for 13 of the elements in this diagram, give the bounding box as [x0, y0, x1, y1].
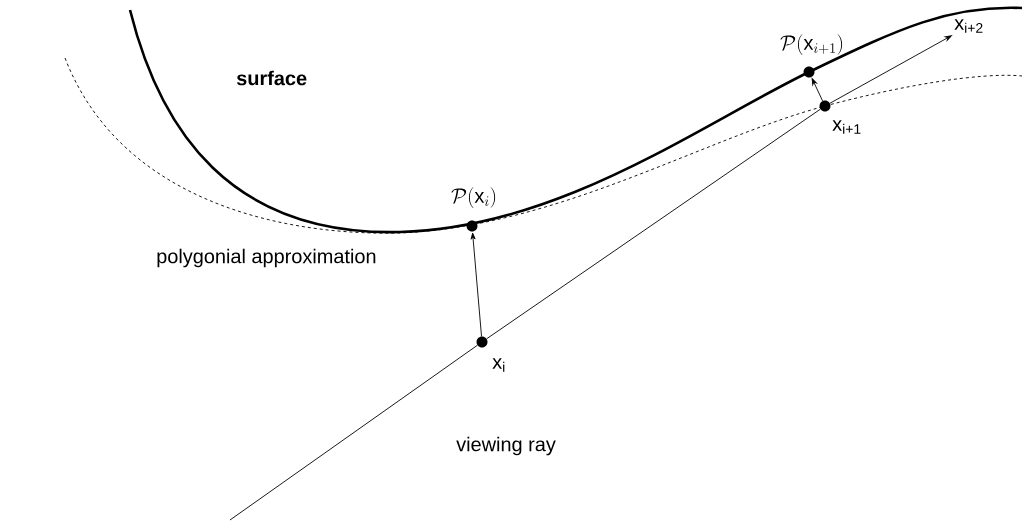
viewing-ray: [829, 35, 952, 104]
text-label: surface: [236, 70, 307, 86]
point-label: x$_{i+1}$: [832, 120, 861, 134]
point-label: x$_{i}$: [492, 358, 505, 372]
point-label: $\mathcal{P}(\mathrm{x}_{i+1})$: [780, 34, 843, 55]
arrow: [811, 78, 824, 102]
viewing-ray: [229, 344, 478, 521]
viewing-ray: [486, 108, 821, 340]
arrow: [470, 232, 482, 337]
point-label: x$_{i+2}$: [954, 19, 983, 33]
point-label: $\mathcal{P}(\mathrm{x}_{i})$: [451, 187, 496, 208]
text-label: viewing ray: [456, 436, 556, 456]
text-label: polygonial approximation: [157, 248, 376, 268]
